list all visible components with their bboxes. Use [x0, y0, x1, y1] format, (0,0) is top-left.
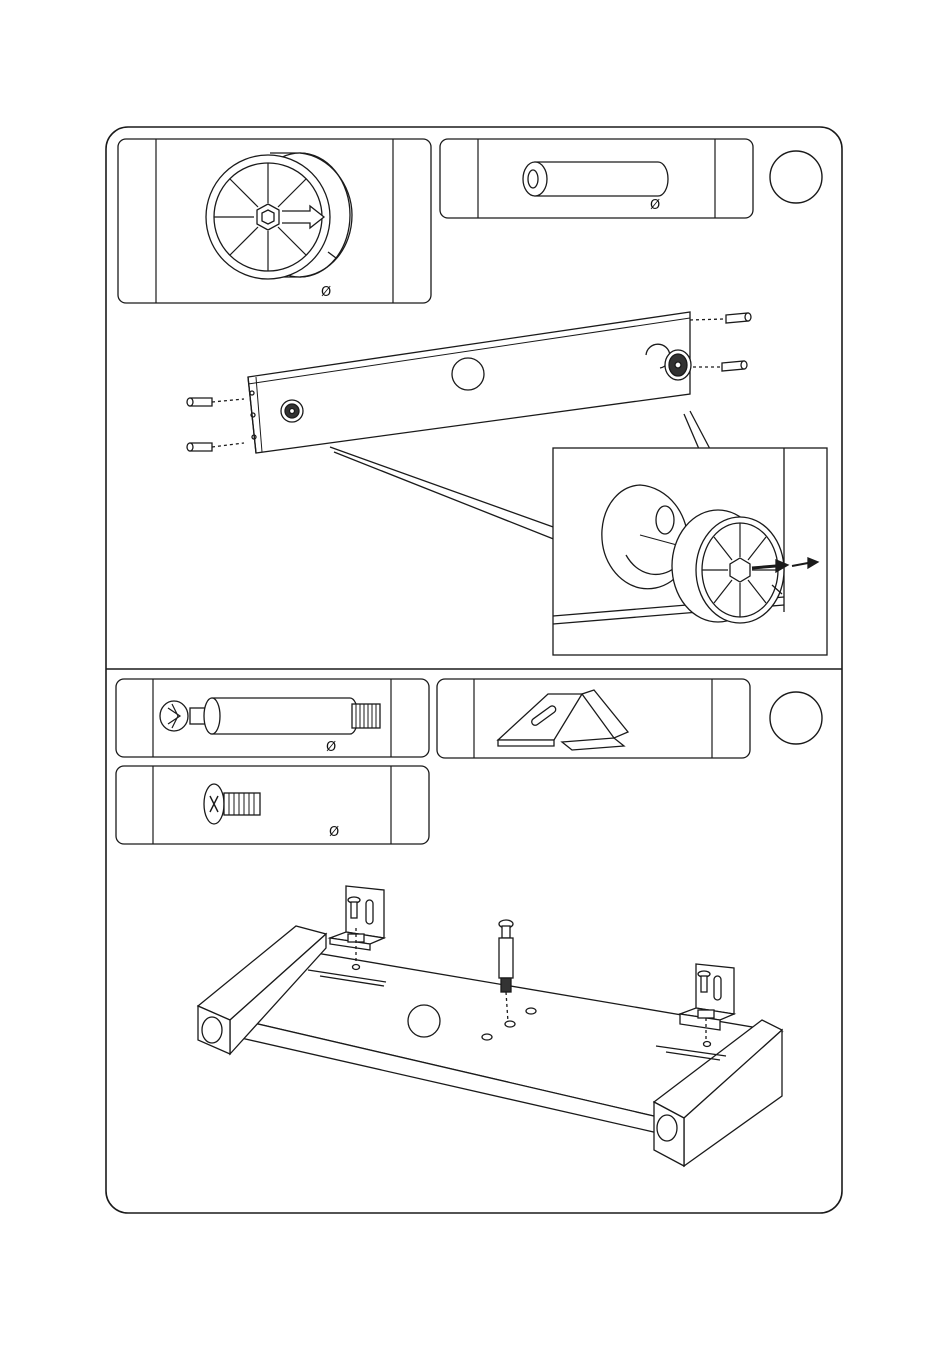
- dowel-icon: [523, 162, 668, 196]
- detail-inset: [553, 448, 827, 655]
- part-box-dowel: Ø: [440, 139, 753, 218]
- part-box-cam-lock: Ø: [118, 139, 431, 303]
- base-assembly-diagram: [198, 886, 782, 1166]
- part-box-cam-bolt: Ø: [116, 679, 429, 757]
- step1-section: Ø Ø: [118, 139, 827, 655]
- part-box-screw: Ø: [116, 766, 429, 844]
- part-size-label: Ø: [326, 740, 336, 755]
- cam-lock-icon: [281, 400, 303, 422]
- step-number-badge: [770, 151, 822, 203]
- part-box-bracket: [437, 679, 750, 758]
- part-size-label: Ø: [650, 198, 660, 213]
- step-number-badge: [770, 692, 822, 744]
- part-size-label: Ø: [329, 825, 339, 840]
- metal-bracket-icon: [498, 690, 628, 750]
- step2-section: Ø: [116, 679, 822, 1166]
- part-size-label: Ø: [321, 285, 331, 300]
- screw-icon: [204, 784, 260, 824]
- cam-lock-icon: [206, 153, 352, 279]
- cam-lock-icon: [665, 350, 691, 380]
- cam-bolt-icon: [160, 698, 380, 734]
